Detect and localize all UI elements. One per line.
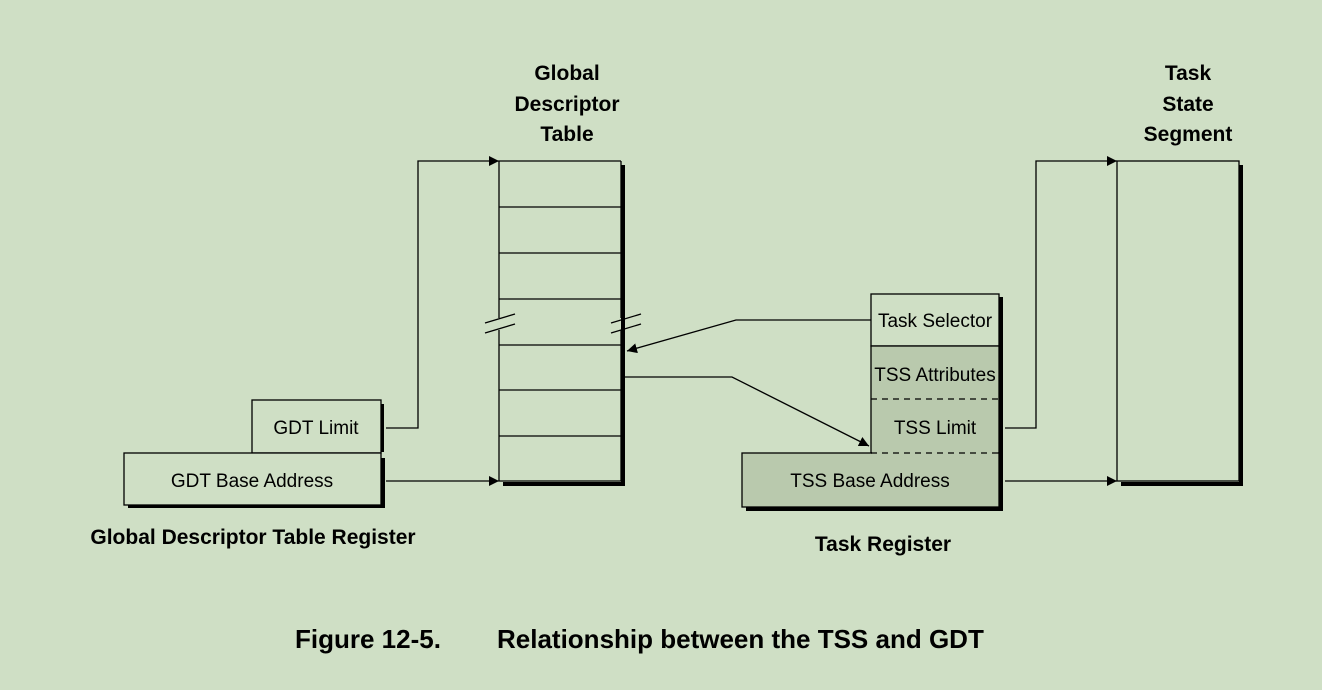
tss-title: Task State Segment bbox=[1144, 62, 1233, 146]
tss-base-label: TSS Base Address bbox=[790, 471, 949, 492]
task-selector-label: Task Selector bbox=[878, 311, 993, 332]
connectors bbox=[386, 156, 1117, 486]
tss-segment-box bbox=[1116, 160, 1243, 486]
task-selector-box: Task Selector bbox=[870, 293, 1000, 347]
svg-text:Table: Table bbox=[540, 123, 593, 146]
gdt-limit-label: GDT Limit bbox=[273, 418, 359, 439]
tss-limit-arrow bbox=[1005, 156, 1117, 429]
task-register-label: Task Register bbox=[815, 533, 951, 556]
tss-attributes-label: TSS Attributes bbox=[874, 365, 995, 386]
gdt-title: Global Descriptor Table bbox=[514, 62, 619, 146]
gdt-base-box: GDT Base Address bbox=[123, 452, 385, 508]
svg-text:State: State bbox=[1162, 93, 1213, 116]
tss-limit-label: TSS Limit bbox=[894, 418, 977, 439]
gdtr-label: Global Descriptor Table Register bbox=[90, 526, 415, 549]
table-break-mark bbox=[484, 313, 642, 334]
descriptor-load-arrow bbox=[621, 376, 870, 447]
task-selector-arrow bbox=[626, 319, 871, 354]
task-register: Task Selector TSS Attributes TSS Limit T… bbox=[741, 293, 1003, 511]
gdt-base-label: GDT Base Address bbox=[171, 471, 333, 492]
tss-base-box bbox=[741, 452, 1000, 508]
svg-text:Global: Global bbox=[534, 62, 599, 85]
figure-title: Relationship between the TSS and GDT bbox=[497, 624, 984, 654]
svg-text:Task: Task bbox=[1165, 62, 1212, 85]
svg-text:Descriptor: Descriptor bbox=[514, 93, 619, 116]
svg-text:Segment: Segment bbox=[1144, 123, 1233, 146]
tss-descriptor-cache bbox=[870, 345, 1000, 454]
figure-number: Figure 12-5. bbox=[295, 624, 441, 654]
gdt-limit-arrow bbox=[386, 156, 499, 429]
gdt-limit-box: GDT Limit bbox=[251, 399, 384, 454]
figure-caption: Figure 12-5. Relationship between the TS… bbox=[295, 624, 984, 654]
gdt-table bbox=[484, 160, 642, 486]
